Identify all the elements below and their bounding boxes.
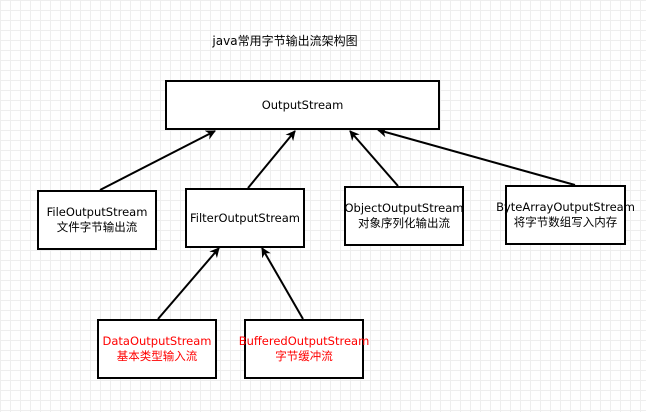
node-output-stream[interactable]: OutputStream [165,80,440,130]
node-filter-output-stream-name: FilterOutputStream [189,210,301,225]
edge-file-to-output [99,130,216,191]
node-object-output-stream[interactable]: ObjectOutputStream 对象序列化输出流 [344,186,464,246]
node-byte-array-output-stream-desc: 将字节数组写入内存 [513,215,618,229]
node-buffered-output-stream-name: BufferedOutputStream [238,334,370,348]
node-buffered-output-stream[interactable]: BufferedOutputStream 字节缓冲流 [239,319,369,379]
edge-filter-to-output [247,130,296,189]
diagram-title: java常用字节输出流架构图 [212,34,358,48]
node-byte-array-output-stream-name: ByteArrayOutputStream [496,200,635,214]
node-filter-output-stream[interactable]: FilterOutputStream [185,188,305,248]
node-file-output-stream-name: FileOutputStream [46,205,148,219]
node-data-output-stream[interactable]: DataOutputStream 基本类型输入流 [97,319,217,379]
edge-data-to-filter [157,247,220,320]
node-data-output-stream-desc: 基本类型输入流 [116,349,198,363]
edge-bytearray-to-output [377,127,576,186]
node-object-output-stream-desc: 对象序列化输出流 [358,216,450,230]
node-buffered-output-stream-desc: 字节缓冲流 [275,349,333,363]
node-output-stream-name: OutputStream [261,97,344,112]
node-byte-array-output-stream[interactable]: ByteArrayOutputStream 将字节数组写入内存 [496,185,635,245]
edge-buffered-to-filter [261,247,304,320]
node-object-output-stream-name: ObjectOutputStream [344,201,464,215]
edge-object-to-output [349,130,399,187]
node-data-output-stream-name: DataOutputStream [102,334,212,348]
node-file-output-stream[interactable]: FileOutputStream 文件字节输出流 [37,190,157,250]
node-file-output-stream-desc: 文件字节输出流 [56,220,138,234]
